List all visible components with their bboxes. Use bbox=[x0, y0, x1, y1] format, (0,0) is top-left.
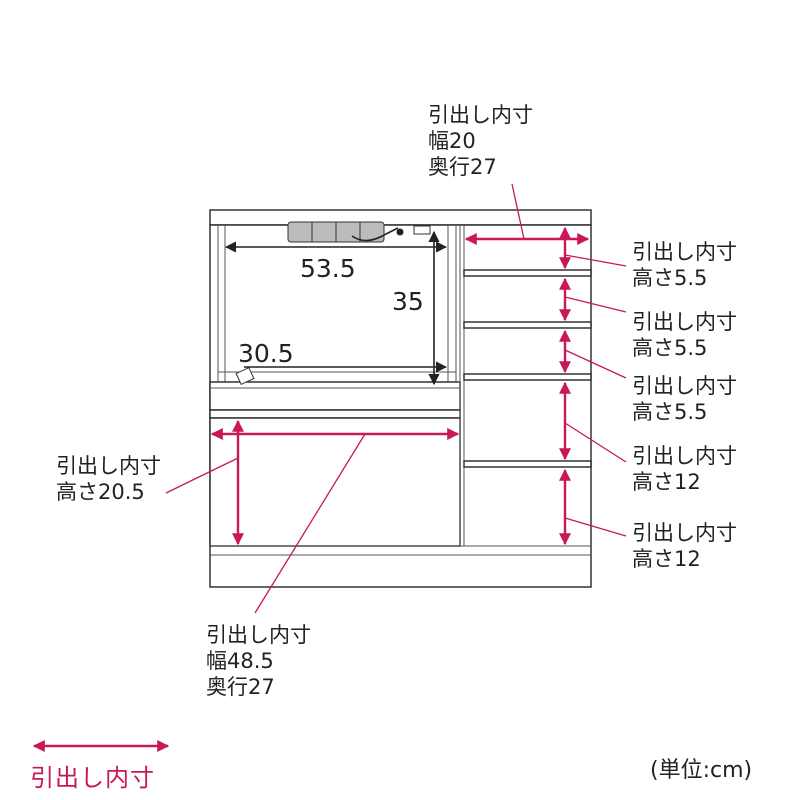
right-callout-1: 引出し内寸 高さ5.5 bbox=[632, 240, 737, 290]
right-callout-4: 引出し内寸 高さ12 bbox=[632, 444, 737, 494]
height-label: 35 bbox=[392, 287, 424, 316]
width-label: 53.5 bbox=[300, 254, 356, 283]
power-outlet-icon bbox=[235, 221, 431, 386]
bottom-drawer-callout: 引出し内寸 幅48.5 奥行27 bbox=[206, 623, 311, 699]
legend-label: 引出し内寸 bbox=[30, 764, 155, 792]
depth-label: 30.5 bbox=[238, 339, 294, 368]
right-callout-2: 引出し内寸 高さ5.5 bbox=[632, 310, 737, 360]
left-drawer-callout: 引出し内寸 高さ20.5 bbox=[56, 454, 161, 504]
top-drawer-callout: 引出し内寸 幅20 奥行27 bbox=[428, 103, 533, 179]
cabinet-outline bbox=[209, 209, 592, 588]
right-callout-3: 引出し内寸 高さ5.5 bbox=[632, 374, 737, 424]
unit-label: (単位:cm) bbox=[650, 758, 753, 783]
leader-lines bbox=[165, 183, 627, 614]
right-callout-5: 引出し内寸 高さ12 bbox=[632, 521, 737, 571]
